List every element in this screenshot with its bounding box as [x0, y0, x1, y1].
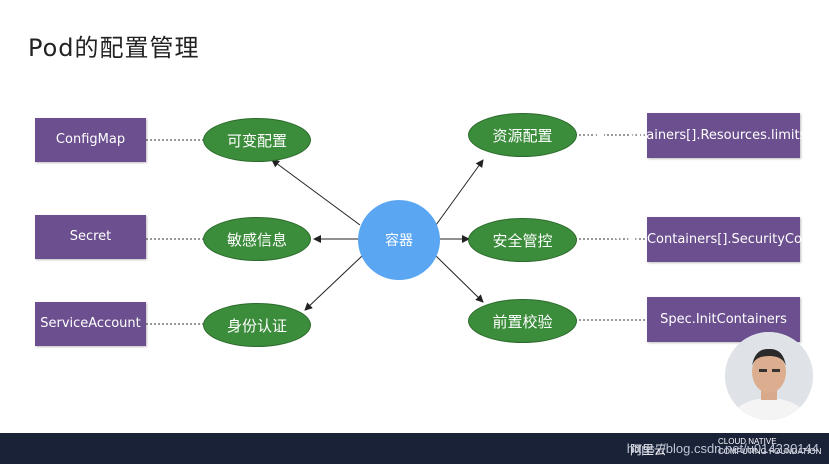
- oval-identity-auth: 身份认证: [203, 303, 311, 347]
- arrow-to-precheck: [435, 255, 484, 303]
- oval-resource-config: 资源配置: [468, 113, 577, 157]
- center-node-container: 容器: [358, 200, 440, 280]
- page-title: Pod的配置管理: [28, 34, 200, 62]
- presenter-avatar: [725, 332, 813, 420]
- box-serviceaccount: ServiceAccount: [35, 302, 146, 346]
- oval-mutable-config: 可变配置: [203, 118, 311, 162]
- arrow-to-identity: [304, 255, 363, 311]
- arrow-to-mutable-config: [271, 159, 361, 226]
- aliyun-logo: 阿里云: [630, 443, 667, 457]
- cncf-logo: CLOUD NATIVE COMPUTING FOUNDATION: [718, 437, 821, 457]
- box-resources-limits: Spec.Containers[].Resources.limits/reque…: [580, 113, 829, 158]
- cncf-line1: CLOUD NATIVE: [718, 437, 777, 446]
- box-configmap: ConfigMap: [35, 118, 146, 162]
- watermark-url: https://blog.csdn.net/u014230144: [626, 441, 819, 456]
- box-security-context: Spec.Containers[].SecurityContext: [611, 217, 829, 262]
- arrow-to-resource-config: [435, 159, 484, 226]
- oval-precheck: 前置校验: [468, 299, 577, 343]
- cncf-line2: COMPUTING FOUNDATION: [718, 447, 822, 456]
- box-secret: Secret: [35, 215, 146, 259]
- oval-security-control: 安全管控: [468, 218, 577, 262]
- footer-bar: 阿里云 CLOUD NATIVE COMPUTING FOUNDATION ht…: [0, 433, 829, 464]
- person-icon: [725, 332, 813, 420]
- oval-sensitive-info: 敏感信息: [203, 217, 311, 261]
